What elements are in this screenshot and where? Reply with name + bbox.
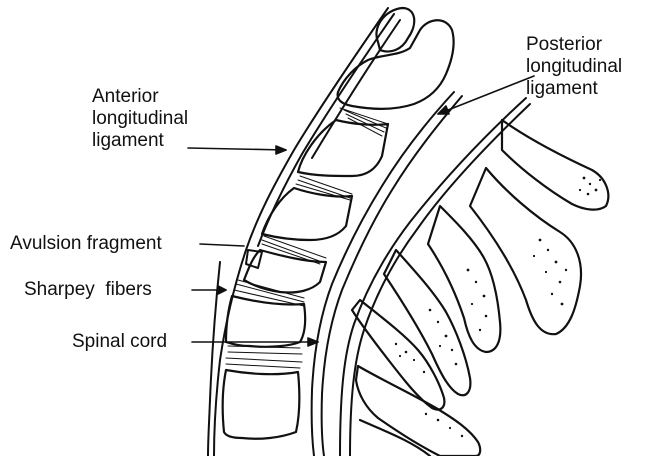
spinous-c5 bbox=[384, 250, 470, 395]
avulsion-pointer bbox=[200, 244, 244, 246]
spinous-c2 bbox=[502, 120, 608, 210]
vertebra-c4 bbox=[262, 188, 352, 240]
spinous-c3 bbox=[470, 168, 581, 334]
spinous-c7 bbox=[356, 366, 480, 456]
anterior-ligament-band bbox=[208, 8, 400, 456]
posterior-ligament-line-2: longitudinal bbox=[526, 56, 622, 78]
vertebra-c5 bbox=[244, 250, 326, 293]
anterior-ligament-label: Anterior longitudinal ligament bbox=[92, 86, 188, 152]
anterior-ligament-line-3: ligament bbox=[92, 130, 188, 152]
spinal-canal-lines bbox=[312, 92, 530, 456]
spinous-processes bbox=[352, 120, 608, 456]
spinous-c4 bbox=[428, 206, 500, 352]
avulsion-fragment-label: Avulsion fragment bbox=[10, 233, 162, 255]
sharpey-fibers-label: Sharpey fibers bbox=[24, 279, 152, 301]
anterior-ligament-line-1: Anterior bbox=[92, 86, 188, 108]
anterior-ligament-line-2: longitudinal bbox=[92, 108, 188, 130]
posterior-ligament-line-1: Posterior bbox=[526, 34, 622, 56]
spinous-c6 bbox=[352, 300, 444, 410]
vertebra-c3 bbox=[298, 120, 388, 176]
anterior-ligament-pointer bbox=[188, 148, 286, 150]
spinal-cord-label: Spinal cord bbox=[72, 331, 167, 353]
posterior-ligament-line-3: ligament bbox=[526, 78, 622, 100]
vertebra-c7 bbox=[223, 370, 300, 439]
posterior-ligament-label: Posterior longitudinal ligament bbox=[526, 34, 622, 100]
